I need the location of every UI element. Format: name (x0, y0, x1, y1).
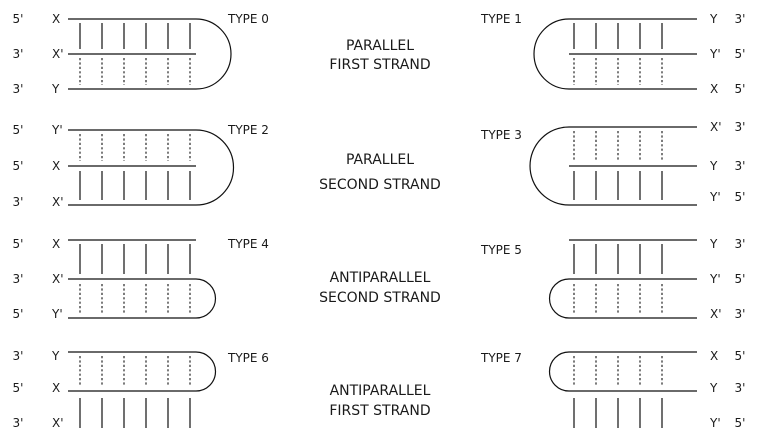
panel-type-4: 5' 3' 5' X X' Y' TYPE 4 ANTIPARALLEL SEC… (13, 237, 441, 321)
panel-type-6: 3' 5' 3' Y X X' TYPE 6 ANTIPARALLEL FIRS… (13, 349, 431, 430)
strand-name-label: Y (51, 349, 60, 363)
strand-end-label: 3' (13, 416, 24, 430)
center-title-line2: SECOND STRAND (319, 290, 441, 306)
center-title-line2: FIRST STRAND (329, 57, 430, 73)
strand-end-label: 5' (735, 82, 746, 96)
strand-end-label: 5' (13, 237, 24, 251)
strand-name-label: Y' (709, 272, 721, 286)
type-label: TYPE 7 (480, 351, 522, 365)
strand-name-label: X' (710, 120, 722, 134)
strand-name-label: X (52, 381, 60, 395)
strand-name-label: X (52, 237, 60, 251)
strand-end-label: 5' (735, 190, 746, 204)
strand-loop (533, 18, 570, 90)
strand-end-label: 3' (13, 195, 24, 209)
center-title-line1: PARALLEL (346, 152, 414, 168)
panel-type-7: TYPE 7 X Y Y' 5' 3' 5' (480, 349, 745, 430)
strand-name-label: Y' (709, 190, 721, 204)
strand-loop (548, 278, 570, 319)
strand-name-label: Y (709, 237, 718, 251)
strand-end-label: 5' (735, 416, 746, 430)
strand-end-label: 3' (735, 12, 746, 26)
strand-end-label: 3' (13, 82, 24, 96)
strand-name-label: Y (709, 381, 718, 395)
strand-end-label: 5' (13, 381, 24, 395)
strand-name-label: X' (52, 195, 64, 209)
strand-loop (548, 351, 570, 392)
strand-loop (195, 18, 232, 90)
strand-loop (195, 129, 235, 206)
strand-name-label: Y' (709, 416, 721, 430)
strand-name-label: X' (52, 272, 64, 286)
center-title-line1: PARALLEL (346, 38, 414, 54)
panel-type-3: TYPE 3 X' Y Y' 3' 3' 5' (480, 120, 746, 206)
strand-end-label: 5' (13, 159, 24, 173)
strand-end-label: 5' (13, 307, 24, 321)
strand-name-label: X' (710, 307, 722, 321)
strand-end-label: 3' (13, 349, 24, 363)
strand-name-label: X (710, 82, 718, 96)
panel-type-0: 5' 3' 3' X X' Y TYPE 0 PARALLEL FIRST ST… (13, 12, 431, 96)
type-label: TYPE 3 (480, 128, 522, 142)
strand-name-label: Y' (709, 47, 721, 61)
strand-end-label: 3' (13, 47, 24, 61)
strand-name-label: X (52, 159, 60, 173)
strand-end-label: 5' (13, 12, 24, 26)
type-label: TYPE 4 (227, 237, 269, 251)
strand-name-label: Y (51, 82, 60, 96)
type-label: TYPE 0 (227, 12, 269, 26)
strand-name-label: Y' (51, 307, 63, 321)
strand-name-label: Y (709, 12, 718, 26)
strand-name-label: X (52, 12, 60, 26)
type-label: TYPE 6 (227, 351, 269, 365)
strand-loop (529, 126, 570, 206)
panel-type-1: TYPE 1 Y Y' X 3' 5' 5' (480, 12, 745, 96)
strand-loop (195, 278, 217, 319)
strand-end-label: 3' (735, 307, 746, 321)
type-label: TYPE 1 (480, 12, 522, 26)
type-label: TYPE 5 (480, 243, 522, 257)
strand-name-label: X' (52, 416, 64, 430)
strand-end-label: 3' (735, 120, 746, 134)
center-title-line1: ANTIPARALLEL (330, 270, 431, 286)
strand-end-label: 3' (13, 272, 24, 286)
center-title-line2: FIRST STRAND (329, 403, 430, 419)
strand-end-label: 5' (735, 47, 746, 61)
strand-name-label: X (710, 349, 718, 363)
strand-name-label: X' (52, 47, 64, 61)
strand-end-label: 3' (735, 381, 746, 395)
strand-name-label: Y (709, 159, 718, 173)
strand-end-label: 5' (13, 123, 24, 137)
strand-end-label: 5' (735, 349, 746, 363)
strand-loop (195, 351, 217, 392)
type-label: TYPE 2 (227, 123, 269, 137)
strand-name-label: Y' (51, 123, 63, 137)
strand-end-label: 3' (735, 159, 746, 173)
panel-type-5: TYPE 5 Y Y' X' 3' 5' 3' (480, 237, 745, 321)
center-title-line1: ANTIPARALLEL (330, 383, 431, 399)
center-title-line2: SECOND STRAND (319, 177, 441, 193)
panel-type-2: 5' 5' 3' Y' X X' TYPE 2 PARALLEL SECOND … (13, 123, 441, 209)
strand-end-label: 5' (735, 272, 746, 286)
strand-end-label: 3' (735, 237, 746, 251)
